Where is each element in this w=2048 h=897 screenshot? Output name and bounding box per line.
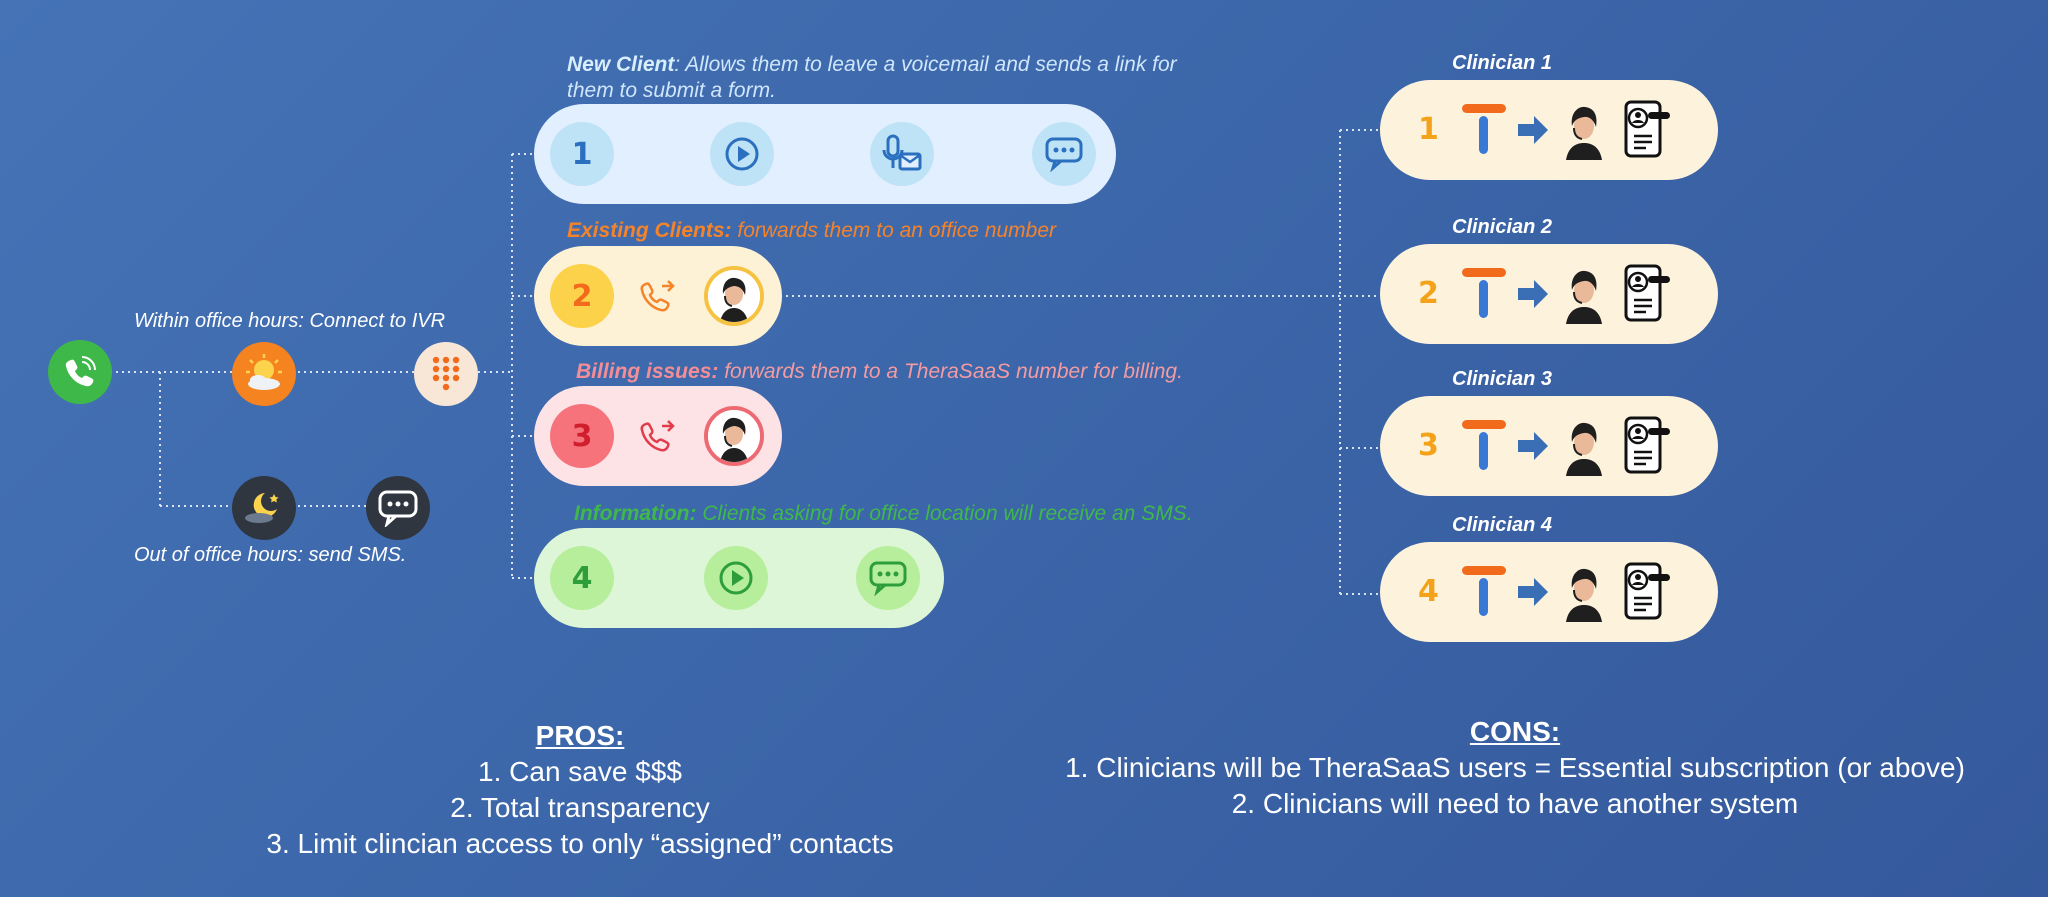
option-1-text: : Allows them to leave a voicemail and s… — [674, 53, 1177, 76]
arrow-right-icon — [1516, 430, 1550, 467]
option-1-caption: New Client: Allows them to leave a voice… — [567, 52, 1177, 104]
pros-item: 2. Total transparency — [450, 792, 710, 823]
pros-heading: PROS: — [535, 720, 625, 751]
contact-card-icon — [1620, 98, 1674, 165]
contact-card-icon — [1620, 262, 1674, 329]
option-4-number-badge: 4 — [550, 546, 614, 610]
option-1-number: 1 — [571, 136, 593, 172]
option-4-caption: Information: Clients asking for office l… — [574, 502, 1193, 526]
option-2-title: Existing Clients: — [567, 219, 732, 242]
option-4-text: Clients asking for office location will … — [696, 502, 1193, 525]
clinician-avatar — [1562, 100, 1606, 165]
arrow-right-icon — [1516, 278, 1550, 315]
agent-avatar — [704, 266, 764, 326]
pros-item: 3. Limit clincian access to only “assign… — [266, 828, 894, 859]
contact-card-icon — [1620, 560, 1674, 627]
clinician-card-1[interactable]: 1 — [1380, 80, 1718, 180]
option-3-number: 3 — [571, 418, 593, 454]
option-2-number-badge: 2 — [550, 264, 614, 328]
option-3-caption: Billing issues: forwards them to a Thera… — [576, 360, 1183, 384]
cons-heading: CONS: — [1469, 716, 1561, 747]
clinician-number: 2 — [1418, 276, 1439, 311]
option-4-title: Information: — [574, 502, 697, 525]
option-3-pill[interactable]: 3 — [534, 386, 782, 486]
incoming-call-icon — [48, 340, 112, 404]
option-4-pill[interactable]: 4 — [534, 528, 944, 628]
arrow-right-icon — [1516, 114, 1550, 151]
clinician-avatar — [1562, 416, 1606, 481]
option-4-number: 4 — [571, 560, 593, 596]
option-2-pill[interactable]: 2 — [534, 246, 782, 346]
moon-cloud-icon — [232, 476, 296, 540]
within-hours-label: Within office hours: Connect to IVR — [134, 310, 446, 332]
option-1-title: New Client — [567, 53, 675, 76]
pros-section: PROS: 1. Can save $$$ 2. Total transpare… — [210, 718, 950, 862]
agent-avatar — [704, 406, 764, 466]
ivr-keypad-icon[interactable] — [414, 342, 478, 406]
option-1-number-badge: 1 — [550, 122, 614, 186]
clinician-number: 1 — [1418, 112, 1439, 147]
contact-card-icon — [1620, 414, 1674, 481]
option-2-number: 2 — [571, 278, 593, 314]
option-3-title: Billing issues: — [576, 360, 719, 383]
therasaas-logo-icon — [1460, 564, 1508, 625]
option-1-text-line2: them to submit a form. — [567, 79, 776, 102]
voicemail-icon[interactable] — [870, 122, 934, 186]
out-of-hours-label: Out of office hours: send SMS. — [134, 544, 407, 566]
clinician-avatar — [1562, 264, 1606, 329]
cons-section: CONS: 1. Clinicians will be TheraSaaS us… — [1000, 714, 2030, 822]
clinician-title: Clinician 1 — [1452, 52, 1553, 74]
therasaas-logo-icon — [1460, 418, 1508, 479]
sms-icon[interactable] — [856, 546, 920, 610]
option-2-caption: Existing Clients: forwards them to an of… — [567, 219, 1056, 243]
clinician-title: Clinician 3 — [1452, 368, 1553, 390]
clinician-card-4[interactable]: 4 — [1380, 542, 1718, 642]
sms-icon[interactable] — [1032, 122, 1096, 186]
clinician-title: Clinician 4 — [1452, 514, 1553, 536]
arrow-right-icon — [1516, 576, 1550, 613]
option-3-text: forwards them to a TheraSaaS number for … — [718, 360, 1183, 383]
clinician-number: 3 — [1418, 428, 1439, 463]
play-icon[interactable] — [710, 122, 774, 186]
clinician-card-3[interactable]: 3 — [1380, 396, 1718, 496]
cons-item: 1. Clinicians will be TheraSaaS users = … — [1065, 752, 1965, 783]
sms-bubble-icon — [366, 476, 430, 540]
clinician-title: Clinician 2 — [1452, 216, 1553, 238]
therasaas-logo-icon — [1460, 266, 1508, 327]
therasaas-logo-icon — [1460, 102, 1508, 163]
play-icon[interactable] — [704, 546, 768, 610]
sun-cloud-icon — [232, 342, 296, 406]
option-3-number-badge: 3 — [550, 404, 614, 468]
pros-item: 1. Can save $$$ — [478, 756, 682, 787]
option-2-text: forwards them to an office number — [731, 219, 1057, 242]
phone-forward-icon — [638, 416, 678, 461]
clinician-number: 4 — [1418, 574, 1439, 609]
option-1-pill[interactable]: 1 — [534, 104, 1116, 204]
cons-item: 2. Clinicians will need to have another … — [1231, 788, 1799, 819]
phone-forward-icon — [638, 276, 678, 321]
clinician-card-2[interactable]: 2 — [1380, 244, 1718, 344]
clinician-avatar — [1562, 562, 1606, 627]
